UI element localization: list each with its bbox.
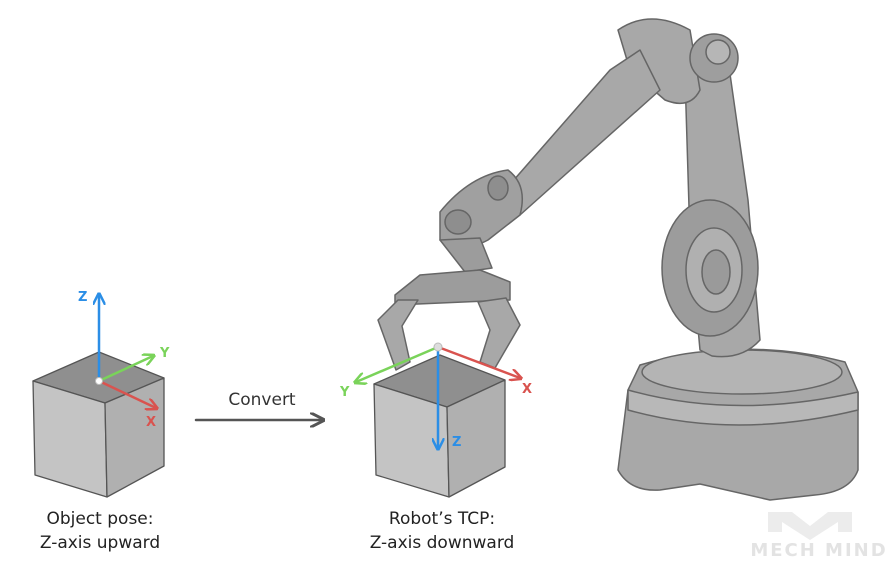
object-pose-caption: Object pose: Z-axis upward [0,507,200,555]
mech-mind-logo [768,512,852,540]
tcp-y-label: Y [339,385,350,400]
robot-arm-illustration [377,18,859,501]
tcp-x-label: X [522,382,532,397]
object-caption-line1: Object pose: [46,509,154,529]
object-frame [96,295,157,408]
object-z-label: Z [78,290,87,305]
object-caption-line2: Z-axis upward [39,533,161,553]
tcp-x-axis [436,345,520,378]
mech-mind-watermark: MECH MIND [750,540,888,561]
object-x-axis [97,379,156,408]
robot-tcp-caption: Robot’s TCP: Z-axis downward [332,507,552,555]
object-origin-dot [95,377,103,385]
tcp-z-label: Z [452,435,461,450]
tcp-origin-dot [433,342,443,352]
tcp-caption-line1: Robot’s TCP: [388,509,496,529]
tcp-cube-side [446,379,506,498]
tcp-frame [356,342,520,448]
gripper-finger-left [377,299,419,371]
object-y-label: Y [159,346,170,361]
tcp-y-axis [356,345,440,382]
robot-wrist [439,169,523,249]
tcp-cube [373,354,506,498]
tcp-caption-line2: Z-axis downward [369,533,515,553]
object-y-axis [97,356,153,383]
robot-upper-arm [617,18,701,105]
gripper-finger-right [477,297,521,369]
robot-base-ring [627,389,859,426]
convert-label: Convert [228,390,296,410]
robot-turntable [641,349,843,395]
object-x-label: X [146,415,156,430]
